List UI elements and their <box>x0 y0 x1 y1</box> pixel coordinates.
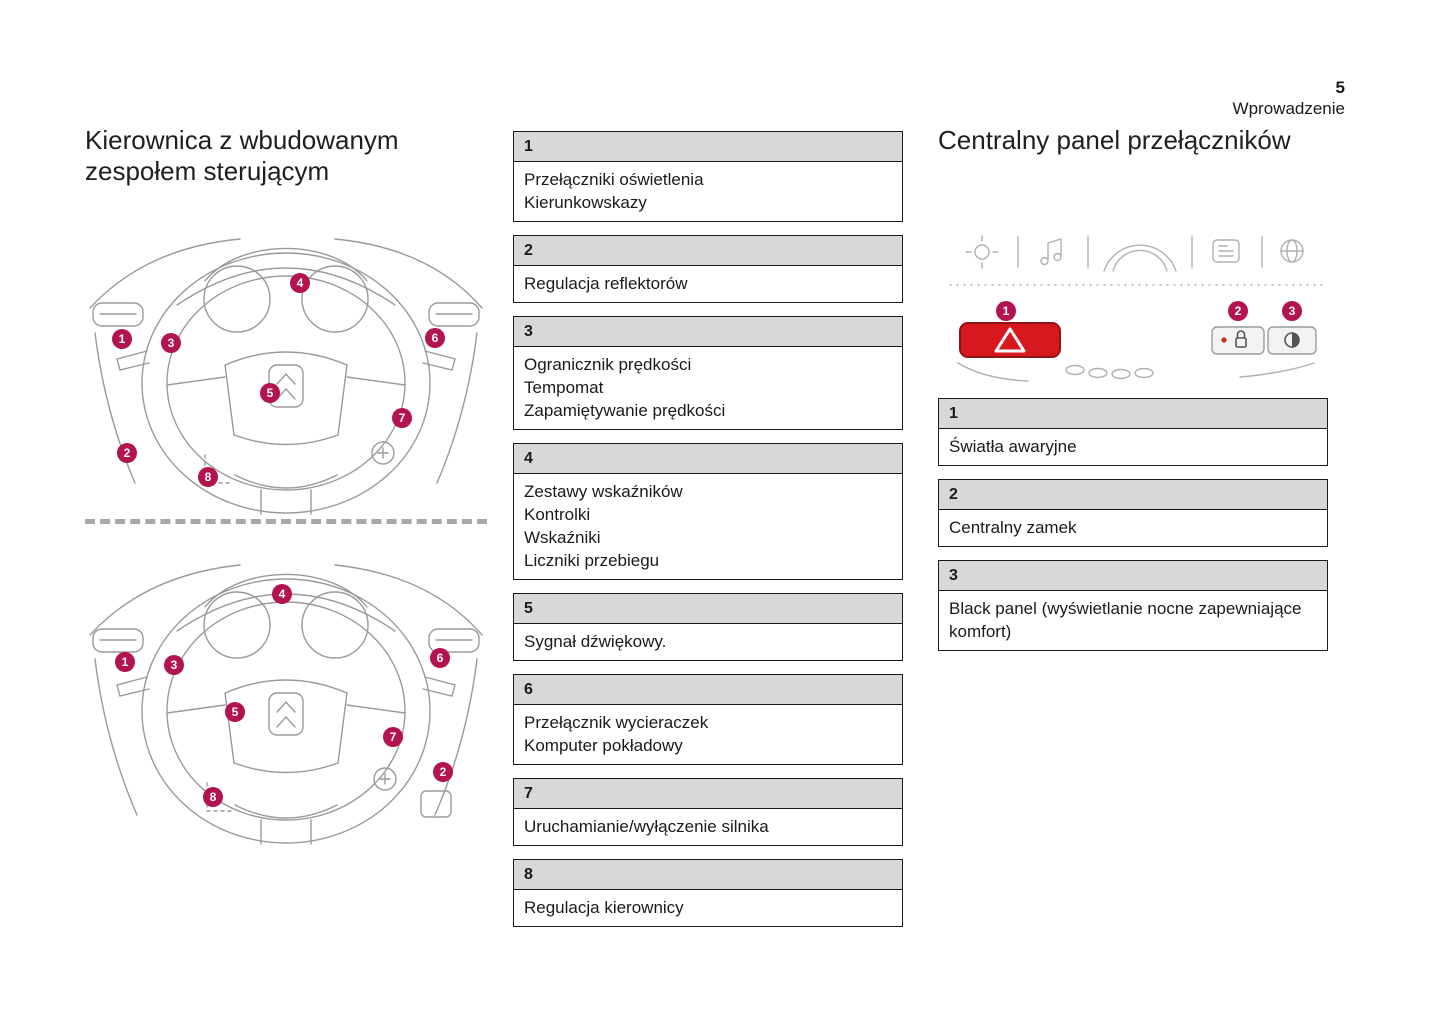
callout-badge-2: 2 <box>1228 301 1248 321</box>
legend-section-5: 5 Sygnał dźwiękowy. <box>513 593 903 661</box>
hazard-warning-button <box>959 322 1061 358</box>
chapter-title: Wprowadzenie <box>1232 99 1345 118</box>
section-text: Zapamiętywanie prędkości <box>524 401 726 420</box>
section-number: 2 <box>514 236 902 266</box>
callout-badge-6: 6 <box>430 648 450 668</box>
section-body: Black panel (wyświetlanie nocne zapewnia… <box>939 591 1327 650</box>
legend-section-2: 2 Regulacja reflektorów <box>513 235 903 303</box>
callout-badge-7: 7 <box>392 408 412 428</box>
callout-badge-1: 1 <box>996 301 1016 321</box>
section-text: Kierunkowskazy <box>524 193 647 212</box>
callout-badge-2: 2 <box>433 762 453 782</box>
contrast-icon <box>1284 332 1300 348</box>
legend-section-3: 3 Ogranicznik prędkości Tempomat Zapamię… <box>513 316 903 430</box>
section-body: Ogranicznik prędkości Tempomat Zapamięty… <box>514 347 902 429</box>
callout-badge-3: 3 <box>1282 301 1302 321</box>
steering-wheel-column: Kierownica z wbudowanym zespołem sterują… <box>85 125 487 845</box>
section-number: 3 <box>514 317 902 347</box>
left-title-line1: Kierownica z wbudowanym <box>85 125 399 155</box>
section-text: Regulacja kierownicy <box>524 898 684 917</box>
steering-wheel-diagram-top: 4 1 3 6 5 7 2 8 <box>85 213 487 519</box>
section-body: Sygnał dźwiękowy. <box>514 624 902 660</box>
section-text: Przełączniki oświetlenia <box>524 170 704 189</box>
section-body: Przełączniki oświetlenia Kierunkowskazy <box>514 162 902 221</box>
legend-column: 1 Przełączniki oświetlenia Kierunkowskaz… <box>513 131 903 940</box>
central-lock-button <box>1211 326 1265 355</box>
panel-legend-section-3: 3 Black panel (wyświetlanie nocne zapewn… <box>938 560 1328 651</box>
section-number: 7 <box>514 779 902 809</box>
switch-panel-column: Centralny panel przełączników <box>938 125 1330 651</box>
section-number: 8 <box>514 860 902 890</box>
legend-section-7: 7 Uruchamianie/wyłączenie silnika <box>513 778 903 846</box>
steering-wheel-drawing <box>89 564 483 845</box>
section-body: Uruchamianie/wyłączenie silnika <box>514 809 902 845</box>
callout-badge-8: 8 <box>203 787 223 807</box>
panel-legend-section-1: 1 Światła awaryjne <box>938 398 1328 466</box>
audio-icon <box>1040 238 1062 266</box>
beam-adjust-icon <box>965 235 999 269</box>
callout-badge-2: 2 <box>117 443 137 463</box>
left-title: Kierownica z wbudowanym zespołem sterują… <box>85 125 487 187</box>
section-text: Liczniki przebiegu <box>524 551 660 570</box>
callout-badge-1: 1 <box>112 329 132 349</box>
right-title: Centralny panel przełączników <box>938 125 1291 155</box>
section-text: Sygnał dźwiękowy. <box>524 632 667 651</box>
section-body: Regulacja reflektorów <box>514 266 902 302</box>
steering-wheel-drawing <box>89 238 483 515</box>
page-number: 5 <box>1335 78 1345 97</box>
volume-knob <box>1103 244 1177 272</box>
section-number: 1 <box>939 399 1327 429</box>
section-body: Przełącznik wycieraczek Komputer pokłado… <box>514 705 902 764</box>
callout-badge-5: 5 <box>260 383 280 403</box>
section-body: Światła awaryjne <box>939 429 1327 465</box>
callout-badge-1: 1 <box>115 652 135 672</box>
callout-badge-4: 4 <box>290 273 310 293</box>
section-text: Ogranicznik prędkości <box>524 355 692 374</box>
card-icon <box>1212 239 1240 263</box>
section-number: 5 <box>514 594 902 624</box>
panel-legend-section-2: 2 Centralny zamek <box>938 479 1328 547</box>
legend-section-1: 1 Przełączniki oświetlenia Kierunkowskaz… <box>513 131 903 222</box>
callout-badge-4: 4 <box>272 584 292 604</box>
section-text: Tempomat <box>524 378 604 397</box>
legend-section-8: 8 Regulacja kierownicy <box>513 859 903 927</box>
section-body: Centralny zamek <box>939 510 1327 546</box>
callout-badge-5: 5 <box>225 702 245 722</box>
section-text: Przełącznik wycieraczek <box>524 713 709 732</box>
section-text: Kontrolki <box>524 505 591 524</box>
steering-wheel-diagram-bottom: 4 1 3 6 5 7 2 8 <box>85 535 487 855</box>
section-number: 6 <box>514 675 902 705</box>
padlock-icon <box>1235 330 1247 348</box>
section-body: Zestawy wskaźników Kontrolki Wskaźniki L… <box>514 474 902 579</box>
legend-section-6: 6 Przełącznik wycieraczek Komputer pokła… <box>513 674 903 765</box>
callout-badge-6: 6 <box>425 328 445 348</box>
callout-badge-3: 3 <box>164 655 184 675</box>
switch-panel-drawing <box>949 235 1323 382</box>
black-panel-button <box>1267 326 1317 355</box>
section-text: Wskaźniki <box>524 528 601 547</box>
legend-section-4: 4 Zestawy wskaźników Kontrolki Wskaźniki… <box>513 443 903 580</box>
section-text: Zestawy wskaźników <box>524 482 683 501</box>
callout-badge-7: 7 <box>383 727 403 747</box>
callout-badge-8: 8 <box>198 467 218 487</box>
section-number: 2 <box>939 480 1327 510</box>
section-body: Regulacja kierownicy <box>514 890 902 926</box>
callout-badge-3: 3 <box>161 333 181 353</box>
section-number: 4 <box>514 444 902 474</box>
section-text: Uruchamianie/wyłączenie silnika <box>524 817 769 836</box>
section-text: Komputer pokładowy <box>524 736 683 755</box>
section-text: Światła awaryjne <box>949 437 1077 456</box>
left-title-line2: zespołem sterującym <box>85 156 330 186</box>
section-text: Black panel (wyświetlanie nocne zapewnia… <box>949 599 1302 641</box>
section-number: 3 <box>939 561 1327 591</box>
section-text: Regulacja reflektorów <box>524 274 688 293</box>
switch-panel-diagram: 1 2 3 <box>940 225 1332 393</box>
dashed-divider <box>85 519 487 524</box>
section-number: 1 <box>514 132 902 162</box>
page-header: 5 Wprowadzenie <box>1233 78 1345 120</box>
switch-panel-legend: 1 Światła awaryjne 2 Centralny zamek 3 B… <box>938 398 1328 664</box>
globe-icon <box>1280 239 1304 263</box>
section-text: Centralny zamek <box>949 518 1077 537</box>
